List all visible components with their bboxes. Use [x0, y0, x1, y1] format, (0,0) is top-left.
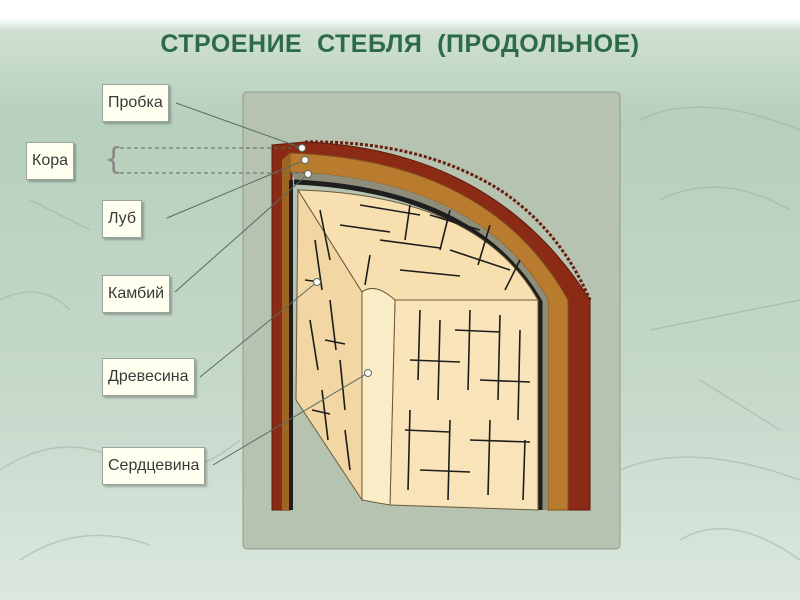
label-drevesina: Древесина: [102, 358, 195, 396]
leader-lines: [120, 102, 369, 466]
page-title: СТРОЕНИЕ СТЕБЛЯ (ПРОДОЛЬНОЕ): [160, 30, 640, 58]
bast-side: [282, 153, 290, 510]
label-probka: Пробка: [102, 84, 169, 122]
pith: [361, 287, 396, 506]
kora-brace: {: [104, 142, 124, 177]
label-kora: Кора: [26, 142, 75, 180]
pointer-dots: [298, 144, 372, 377]
label-lub: Луб: [102, 200, 143, 238]
wood-texture: [304, 204, 531, 501]
wood-front-face: [389, 299, 539, 511]
label-kambiy: Камбий: [102, 275, 171, 313]
label-serdcevina: Сердцевина: [102, 447, 206, 485]
